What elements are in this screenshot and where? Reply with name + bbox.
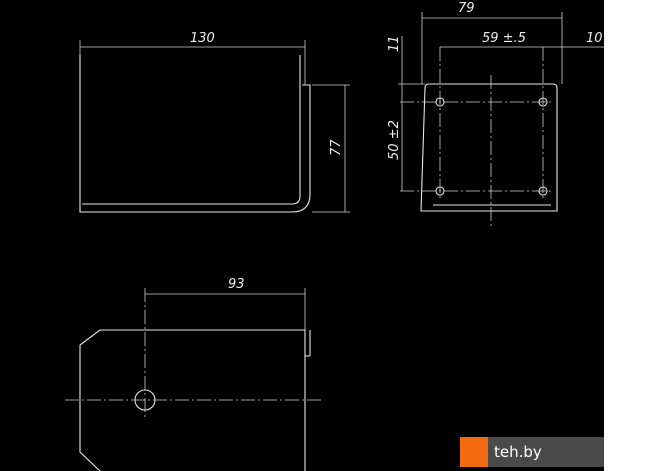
drawing-background — [0, 0, 604, 471]
dim-130: 130 — [190, 31, 215, 46]
side-view: 79 59 ±.5 10 11 50 ±2 — [387, 1, 604, 228]
dim-10: 10 — [586, 31, 603, 46]
watermark-logo: teh.by — [460, 437, 604, 467]
dim-93: 93 — [228, 277, 245, 292]
dim-50: 50 ±2 — [387, 120, 402, 160]
dim-77: 77 — [329, 139, 344, 156]
dim-79: 79 — [458, 1, 475, 16]
top-view: 93 — [65, 277, 322, 471]
front-view: 130 77 — [79, 31, 350, 213]
watermark-accent — [460, 437, 488, 467]
watermark-text: teh.by — [494, 443, 542, 461]
dim-59: 59 ±.5 — [482, 31, 526, 46]
dim-11: 11 — [387, 35, 402, 52]
